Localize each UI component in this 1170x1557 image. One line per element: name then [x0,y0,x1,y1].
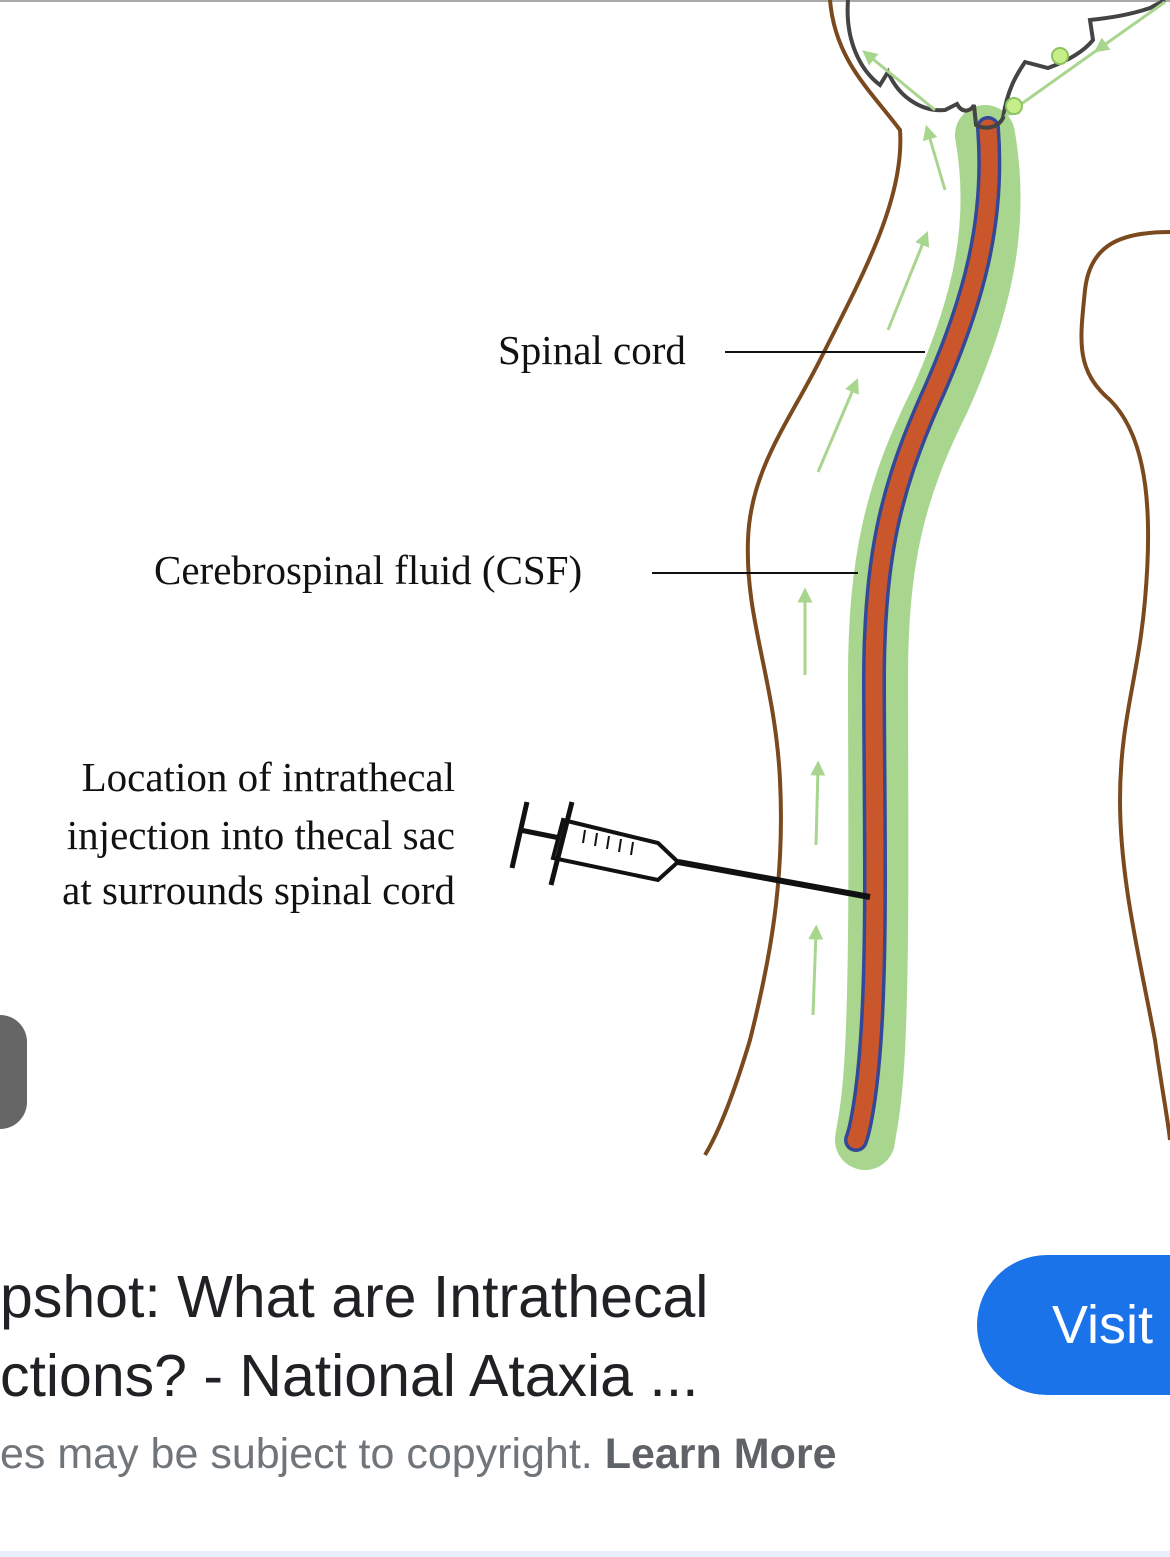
label-injection-line1: Location of intrathecal [82,754,455,800]
label-spinal-cord: Spinal cord [498,327,686,373]
title-line1: pshot: What are Intrathecal [0,1264,709,1330]
copyright-text: es may be subject to copyright. [0,1430,593,1478]
copyright-notice: es may be subject to copyright. Learn Mo… [0,1430,836,1479]
visit-button[interactable]: Visit [977,1255,1170,1395]
bottom-divider [0,1551,1170,1557]
flow-arrow [886,231,930,331]
flow-arrow [808,924,824,1016]
title-line2: ctions? - National Ataxia ... [0,1343,699,1409]
result-title[interactable]: pshot: What are Intrathecal ctions? - Na… [0,1258,708,1416]
flow-arrow [1003,46,1101,117]
csf-flow-arrows [797,0,1166,1016]
particle [1051,47,1069,65]
learn-more-link[interactable]: Learn More [604,1430,837,1478]
flow-arrow [862,50,936,112]
label-injection-line3: at surrounds spinal cord [62,867,455,913]
label-injection-line2: injection into thecal sac [67,812,455,858]
top-border [0,0,1170,2]
spinal-cord [847,119,998,1149]
body-outline-left [703,0,903,1157]
particle [1005,97,1023,115]
label-csf: Cerebrospinal fluid (CSF) [154,547,582,593]
flow-arrow [810,760,826,846]
intrathecal-diagram: Spinal cord Cerebrospinal fluid (CSF) Lo… [62,0,1170,1170]
flow-arrow [1093,0,1166,53]
flow-arrow [816,378,859,473]
syringe-icon [509,801,871,900]
previous-image-button[interactable] [0,1015,27,1129]
body-outline-right [1079,230,1170,1141]
flow-arrow [922,124,947,191]
